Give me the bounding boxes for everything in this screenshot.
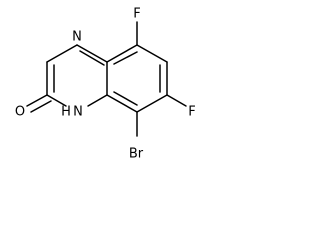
bond-n1-c8 — [46, 44, 78, 63]
bond-n1-c2-inner — [79, 50, 105, 66]
atom-br-bottom: Br — [129, 147, 144, 162]
bond-c7-o — [26, 94, 48, 107]
atom-o-left: O — [15, 105, 25, 120]
bond-n1-c2 — [76, 44, 108, 63]
atom-label-layer: F N F O N H Br — [15, 7, 196, 162]
bond-c5-f — [166, 94, 187, 107]
structure-canvas: F N F O N H Br — [15, 7, 196, 162]
bond-c2-c3-inner — [113, 51, 138, 65]
atom-h-nh: H — [61, 105, 71, 120]
atom-f-right: F — [188, 105, 195, 120]
molecule-drawing: F N F O N H Br — [15, 7, 196, 162]
bond-c5-c9 — [136, 94, 168, 113]
bond-c3-c4 — [136, 44, 168, 63]
bond-c7-o-inner — [30, 100, 52, 113]
atom-n-top: N — [72, 30, 82, 45]
bond-c7-nh — [46, 94, 67, 107]
bond-layer — [26, 21, 187, 137]
atom-nh-bottom: N — [73, 105, 83, 120]
bond-c9-c6-inner — [113, 91, 138, 106]
bond-c9-c6 — [106, 94, 138, 113]
bond-nh-c6 — [87, 94, 108, 107]
bond-c2-c3 — [106, 44, 138, 63]
atom-f-top: F — [133, 7, 140, 22]
